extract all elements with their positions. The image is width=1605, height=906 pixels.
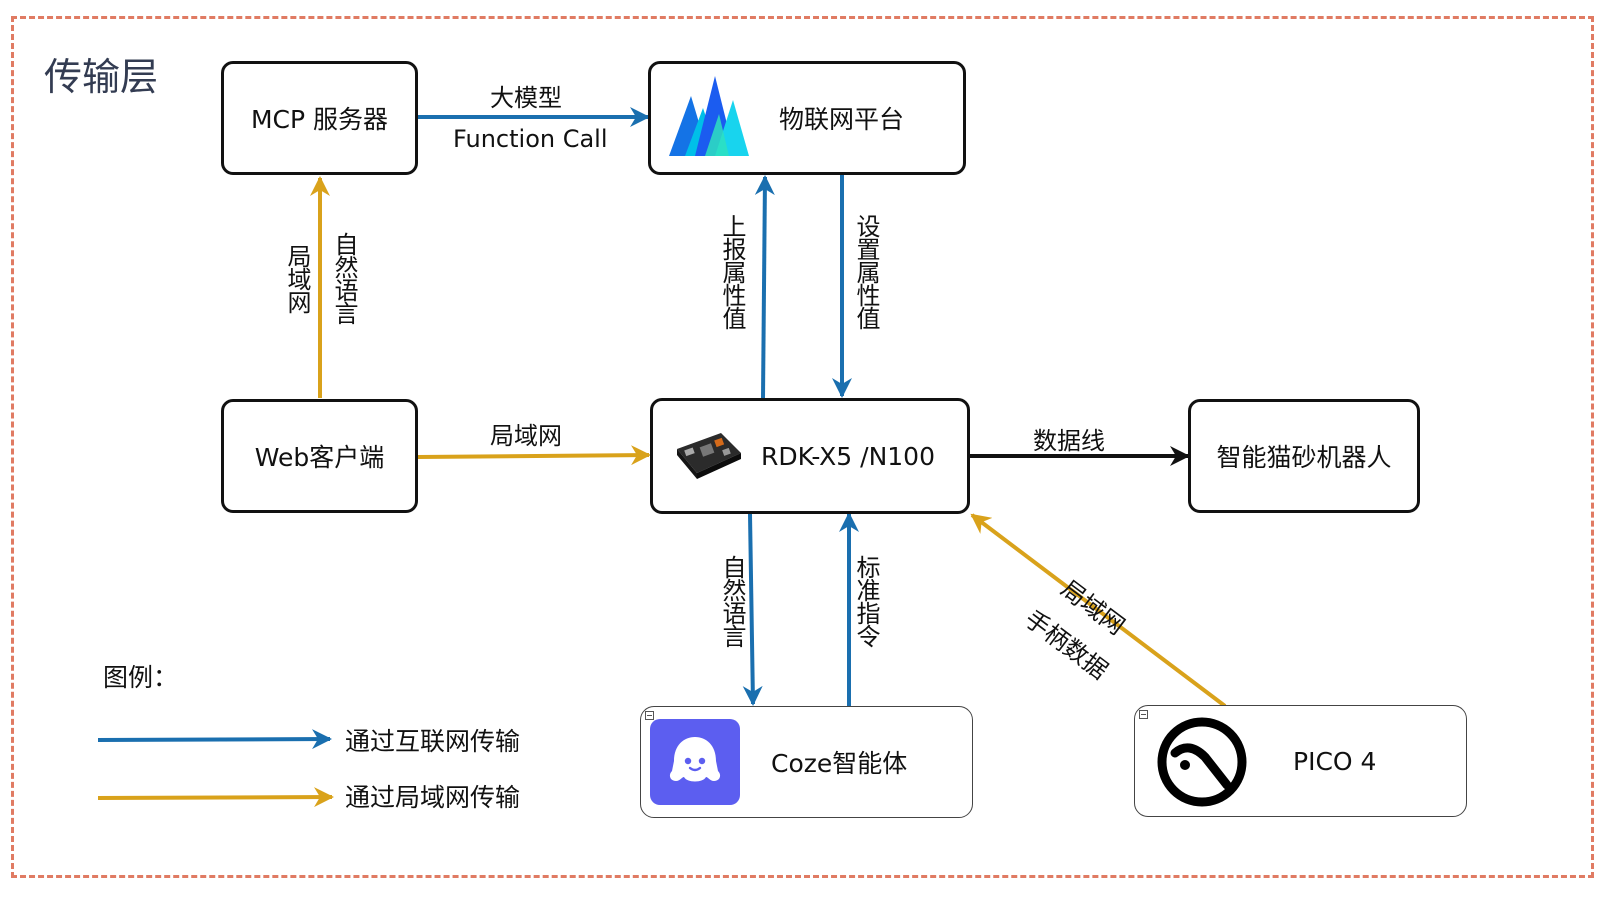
iot-platform-node[interactable]: 物联网平台: [648, 61, 966, 175]
edge-label-data-cable: 数据线: [1033, 427, 1105, 455]
edge-label-web-rdk-lan: 局域网: [490, 422, 562, 450]
web-client-label: Web客户端: [254, 443, 385, 472]
edge-label-function-call: Function Call: [453, 125, 608, 153]
arrow-rdk-to-coze: [742, 513, 763, 706]
mcp-server-node[interactable]: MCP 服务器: [221, 61, 418, 175]
mcp-server-label: MCP 服务器: [250, 105, 389, 134]
mountain-logo-icon: [669, 76, 749, 156]
edge-label-llm: 大模型: [490, 84, 562, 112]
coze-agent-label: Coze智能体: [771, 749, 908, 778]
legend-internet-label: 通过互联网传输: [345, 727, 521, 756]
pico-headset-label: PICO 4: [1293, 746, 1377, 776]
edge-label-report-property: 上报属性值: [718, 214, 746, 329]
legend-lan-label: 通过局域网传输: [345, 783, 521, 812]
arrow-rdk-to-iot: [754, 175, 775, 399]
dev-board-icon: [677, 433, 741, 479]
rdk-board-node[interactable]: RDK-X5 /N100: [650, 398, 970, 514]
rdk-board-label: RDK-X5 /N100: [761, 441, 935, 471]
cat-litter-robot-node[interactable]: 智能猫砂机器人: [1188, 399, 1420, 513]
iot-platform-label: 物联网平台: [779, 105, 905, 134]
pico-headset-node[interactable]: PICO 4: [1134, 705, 1467, 817]
edge-label-web-mcp-lan: 局域网: [283, 244, 311, 313]
collapse-icon[interactable]: [645, 711, 654, 720]
edge-label-standard-command: 标准指令: [852, 555, 880, 647]
edge-label-web-mcp-nl: 自然语言: [330, 232, 358, 324]
legend-internet-line: [97, 729, 332, 750]
arrow-pico-to-rdk: [970, 513, 1227, 708]
collapse-icon[interactable]: [1139, 710, 1148, 719]
transport-layer-frame: [11, 16, 1594, 878]
legend-lan-line: [97, 787, 334, 808]
coze-ghost-icon: [650, 719, 740, 805]
legend-title: 图例：: [103, 663, 179, 692]
arrow-web-to-rdk: [417, 445, 651, 466]
web-client-node[interactable]: Web客户端: [221, 399, 418, 513]
pico-logo-icon: [1157, 717, 1247, 807]
edge-label-natural-language: 自然语言: [718, 555, 746, 647]
layer-title: 传输层: [44, 55, 159, 99]
edge-label-set-property: 设置属性值: [852, 214, 880, 329]
cat-litter-robot-label: 智能猫砂机器人: [1216, 443, 1392, 472]
coze-agent-node[interactable]: Coze智能体: [640, 706, 973, 818]
